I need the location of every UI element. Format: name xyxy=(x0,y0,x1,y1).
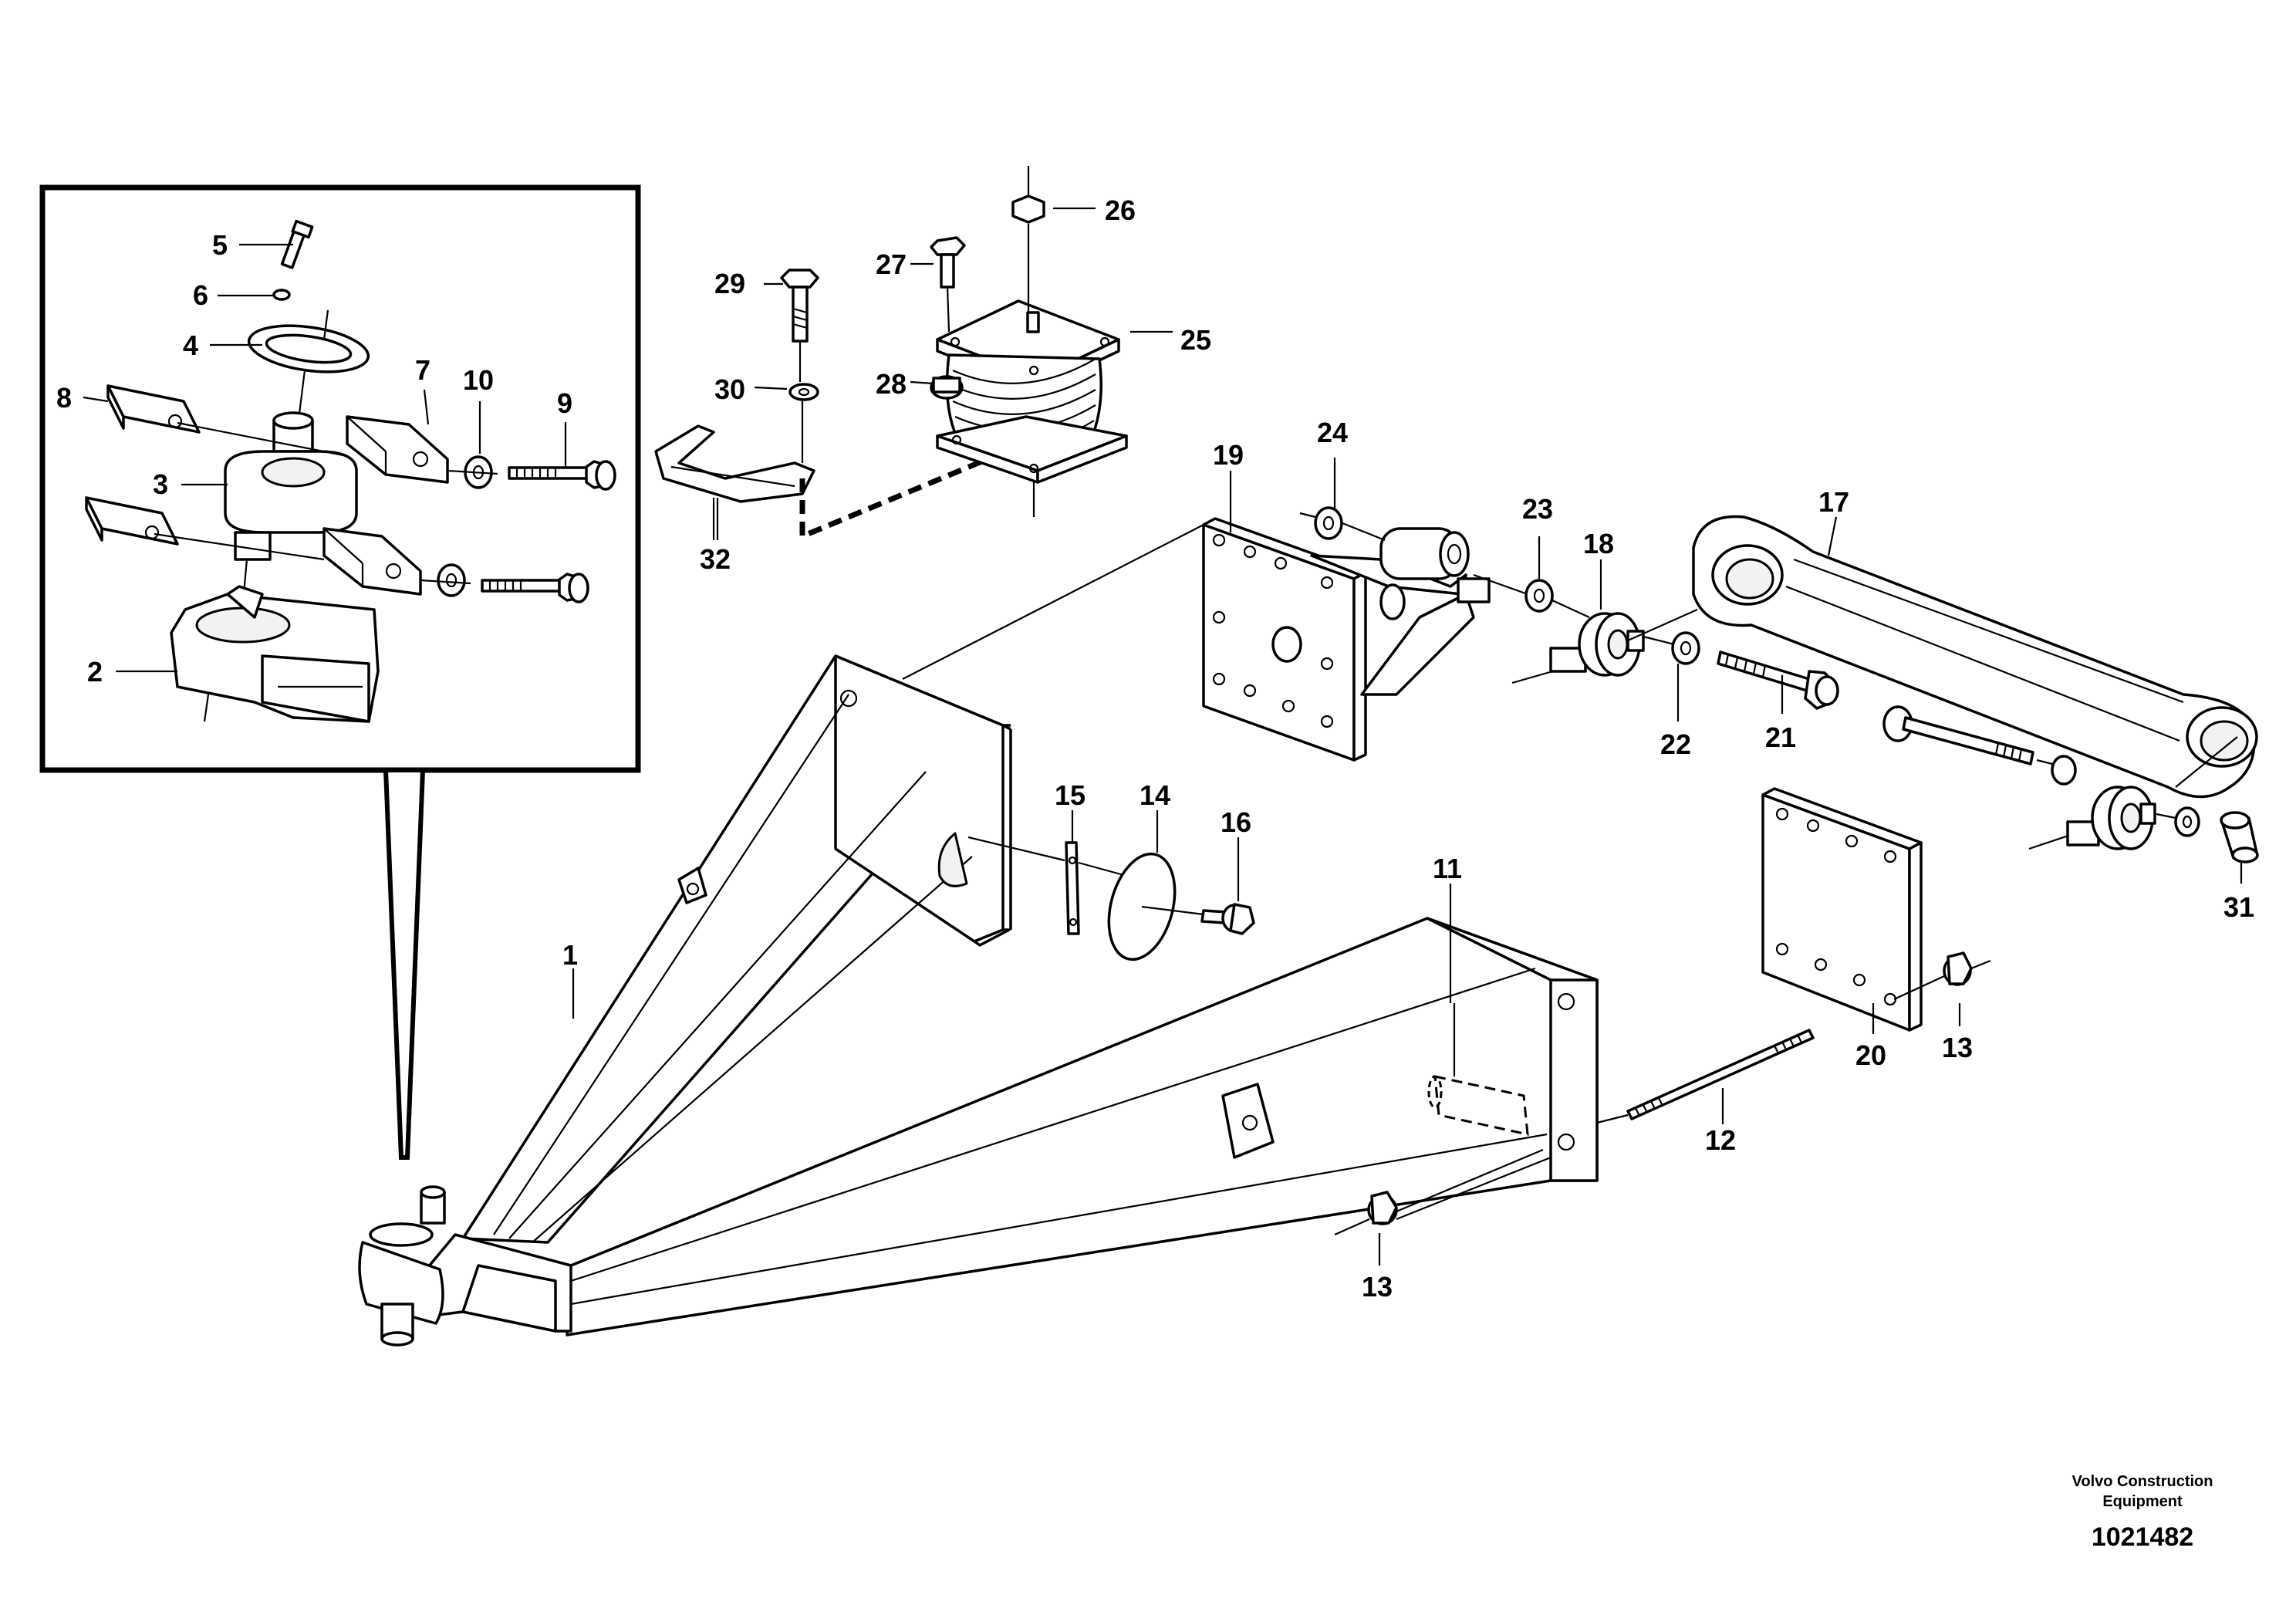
stud-12 xyxy=(1596,1029,1815,1124)
callout-15: 15 xyxy=(1055,779,1086,811)
callout-6: 6 xyxy=(193,279,208,311)
callout-10: 10 xyxy=(463,364,494,396)
callout-17: 17 xyxy=(1818,486,1849,518)
callout-18: 18 xyxy=(1583,528,1614,559)
callout-9: 9 xyxy=(557,387,572,419)
bolt-29 xyxy=(780,269,819,382)
callout-2: 2 xyxy=(87,656,103,688)
callout-13-right: 13 xyxy=(1942,1032,1973,1063)
link-rod-17 xyxy=(1692,515,2258,799)
bolt-16 xyxy=(1200,903,1255,935)
callout-19: 19 xyxy=(1213,439,1244,471)
washer-22 xyxy=(1643,631,1700,665)
callout-22: 22 xyxy=(1660,728,1691,760)
a-frame-1 xyxy=(358,654,1599,1347)
callout-16: 16 xyxy=(1221,806,1251,838)
inset-bolt-5 xyxy=(280,219,314,269)
inset-washer-6 xyxy=(272,289,291,301)
washer-23 xyxy=(1473,573,1590,618)
callout-25: 25 xyxy=(1180,324,1211,356)
footer-company-line2: Equipment xyxy=(2102,1493,2183,1510)
footer-drawing-number: 1021482 xyxy=(2092,1522,2193,1552)
callout-27: 27 xyxy=(876,248,907,280)
callout-32: 32 xyxy=(700,543,731,575)
nut-13-right xyxy=(1893,951,1991,1000)
callout-21: 21 xyxy=(1765,721,1796,753)
mount-plate-19 xyxy=(902,517,1491,762)
callout-23: 23 xyxy=(1522,493,1553,525)
callout-3: 3 xyxy=(153,468,168,500)
nut-26 xyxy=(1011,166,1045,313)
spacer-15 xyxy=(967,836,1127,935)
washer-24 xyxy=(1299,506,1386,542)
callout-11: 11 xyxy=(1433,853,1462,884)
link-lower-bushing xyxy=(2028,786,2156,850)
callout-13-lower: 13 xyxy=(1362,1271,1393,1303)
footer-block: Volvo Construction Equipment 1021482 xyxy=(2072,1473,2213,1552)
callout-labels: 5 6 4 8 7 10 9 3 2 1 11 12 13 13 14 15 1… xyxy=(56,194,2254,1303)
leader-lines xyxy=(83,207,2243,1265)
plate-20 xyxy=(1761,787,1923,1032)
washer-30 xyxy=(788,383,819,463)
assembly-path-dashed xyxy=(799,437,1035,541)
inset-bolt-9-upper xyxy=(447,460,616,491)
callout-29: 29 xyxy=(714,268,745,299)
bolt-21 xyxy=(1717,650,1839,710)
callout-12: 12 xyxy=(1705,1124,1736,1156)
nut-13-lower xyxy=(1334,1148,1551,1236)
inset-bolt-9-lower xyxy=(420,573,589,603)
callout-26: 26 xyxy=(1105,194,1136,226)
inset-washer-10-lower xyxy=(437,563,466,597)
footer-company-line1: Volvo Construction xyxy=(2072,1473,2213,1490)
inset-clamp-8-upper xyxy=(106,384,344,457)
callout-30: 30 xyxy=(714,373,745,405)
callout-28: 28 xyxy=(876,368,907,400)
nut-28 xyxy=(930,375,964,400)
bushing-18 xyxy=(1511,608,1698,684)
detail-pointer xyxy=(383,768,426,1160)
washer-near-31 xyxy=(2156,806,2200,837)
bracket-11-dashed xyxy=(1427,1003,1529,1136)
callout-7: 7 xyxy=(415,354,430,386)
inset-clamp-7-lower xyxy=(322,527,422,596)
link-lower-bolt xyxy=(1882,705,2077,786)
inset-clamp-7-upper xyxy=(346,415,449,484)
callout-5: 5 xyxy=(212,229,228,261)
bolt-27 xyxy=(930,236,966,333)
callout-20: 20 xyxy=(1855,1039,1886,1071)
inset-bracket-2 xyxy=(170,585,380,723)
inset-clamp-8-lower xyxy=(85,496,325,561)
air-spring-25 xyxy=(936,299,1128,517)
callout-24: 24 xyxy=(1317,417,1348,448)
callout-31: 31 xyxy=(2223,891,2254,923)
sleeve-31 xyxy=(2220,811,2259,863)
inset-bushing-3 xyxy=(224,370,358,603)
callout-8: 8 xyxy=(56,382,72,414)
detail-inset xyxy=(39,184,641,1160)
clip-32 xyxy=(654,424,815,540)
callout-14: 14 xyxy=(1140,779,1170,811)
callout-4: 4 xyxy=(183,329,198,361)
inset-shim-ring-4 xyxy=(247,309,370,373)
callout-1: 1 xyxy=(562,939,578,971)
